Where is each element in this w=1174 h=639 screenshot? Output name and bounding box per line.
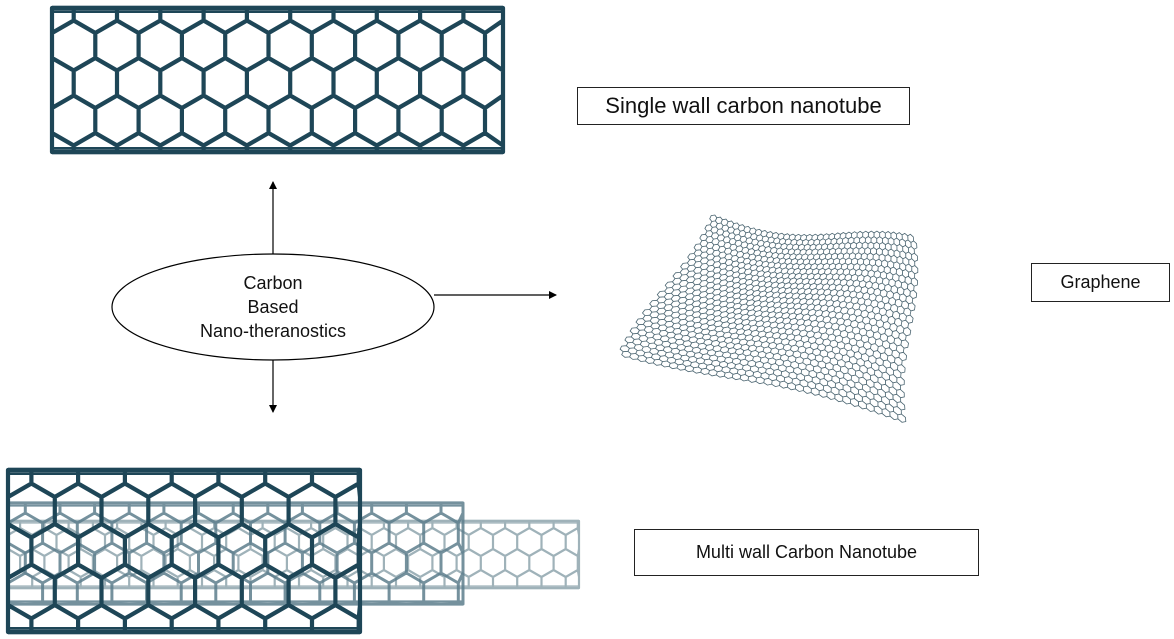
mwcnt-label: Multi wall Carbon Nanotube: [695, 542, 918, 562]
center-line-based: Based: [247, 297, 299, 317]
center-line-nano-theranostics: Nano-theranostics: [199, 321, 347, 341]
hexagon-lattice: [49, 5, 506, 155]
center-line-carbon: Carbon: [243, 273, 303, 293]
graphene-sheet-illustration: [619, 214, 919, 423]
outer-wall-tube: [5, 467, 363, 635]
center-ellipse-text: Carbon Based Nano-theranostics: [112, 257, 434, 357]
graphene-label: Graphene: [1060, 272, 1141, 292]
multi-wall-nanotube-illustration: [5, 467, 581, 635]
swcnt-label-box: Single wall carbon nanotube: [577, 87, 910, 125]
mwcnt-label-box: Multi wall Carbon Nanotube: [634, 529, 979, 576]
graphene-label-box: Graphene: [1031, 263, 1170, 302]
single-wall-nanotube-illustration: [49, 5, 506, 155]
graphene-honeycomb: [619, 214, 919, 423]
hexagon-lattice: [5, 467, 363, 635]
swcnt-label: Single wall carbon nanotube: [605, 93, 882, 118]
